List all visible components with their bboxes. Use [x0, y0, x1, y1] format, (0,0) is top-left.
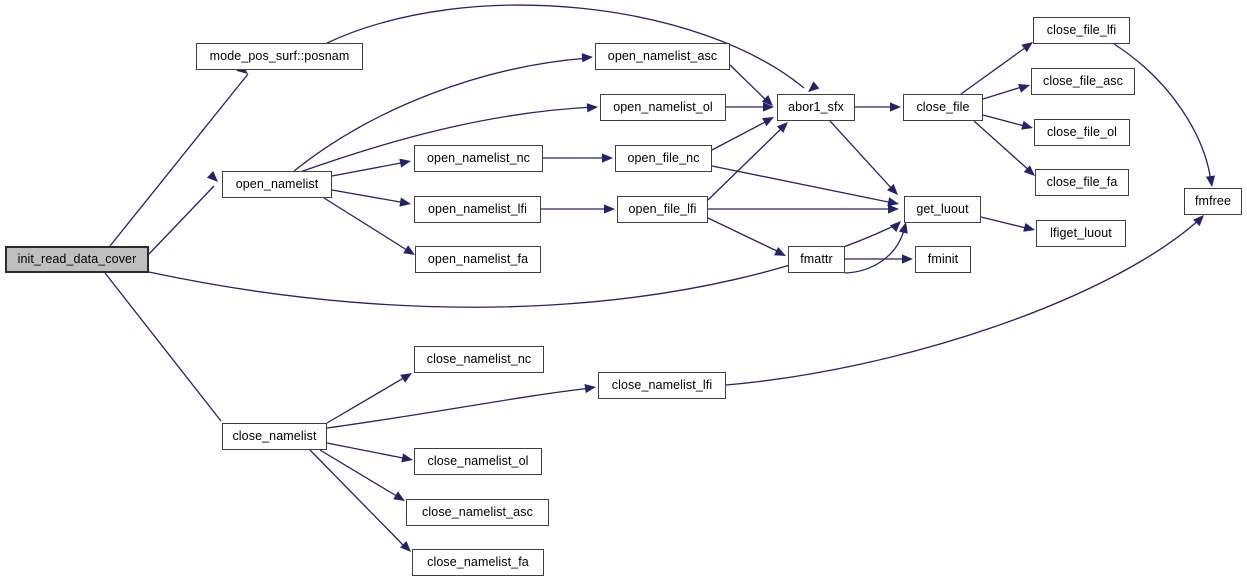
call-edge — [725, 218, 1201, 386]
graph-node-open_file_nc[interactable]: open_file_nc — [615, 145, 712, 172]
call-edge — [729, 64, 769, 103]
graph-node-posnam[interactable]: mode_pos_surf::posnam — [196, 43, 363, 70]
arrow-head-icon — [889, 221, 901, 232]
call-edge — [331, 189, 407, 204]
call-edge — [982, 114, 1029, 128]
graph-node-open_namelist_nc[interactable]: open_namelist_nc — [414, 145, 543, 172]
call-edge — [829, 120, 894, 191]
arrow-head-icon — [581, 53, 593, 63]
graph-node-init_read_data_cover[interactable]: init_read_data_cover — [5, 246, 149, 273]
arrow-head-icon — [887, 183, 898, 195]
arrow-head-icon — [890, 102, 901, 112]
graph-node-close_namelist_nc[interactable]: close_namelist_nc — [414, 346, 544, 373]
graph-node-close_file_ol[interactable]: close_file_ol — [1034, 119, 1130, 146]
graph-node-fmfree[interactable]: fmfree — [1184, 188, 1242, 215]
arrow-head-icon — [774, 247, 786, 256]
arrow-head-icon — [586, 103, 598, 113]
call-edge — [973, 120, 1032, 173]
graph-node-lfiget_luout[interactable]: lfiget_luout — [1036, 220, 1126, 247]
graph-node-open_namelist_fa[interactable]: open_namelist_fa — [415, 246, 541, 273]
arrow-head-icon — [763, 102, 774, 112]
call-edge — [109, 73, 249, 247]
arrow-head-icon — [602, 153, 613, 163]
graph-node-close_namelist_asc[interactable]: close_namelist_asc — [406, 499, 549, 526]
graph-node-close_file_lfi[interactable]: close_file_lfi — [1033, 17, 1130, 44]
arrow-head-icon — [902, 254, 913, 264]
call-edge — [707, 217, 782, 254]
arrow-head-icon — [400, 373, 412, 383]
graph-node-open_namelist_ol[interactable]: open_namelist_ol — [600, 94, 726, 121]
graph-node-close_namelist_ol[interactable]: close_namelist_ol — [414, 448, 542, 475]
graph-node-close_file[interactable]: close_file — [903, 94, 983, 121]
arrow-head-icon — [1205, 175, 1216, 187]
graph-node-open_namelist_asc[interactable]: open_namelist_asc — [595, 43, 730, 70]
arrow-head-icon — [1021, 120, 1033, 130]
arrow-head-icon — [1018, 84, 1030, 93]
call-edge — [982, 85, 1026, 100]
call-edge — [707, 125, 785, 201]
call-edge — [711, 165, 894, 204]
arrow-head-icon — [762, 117, 774, 127]
call-edge — [844, 225, 906, 274]
arrow-head-icon — [604, 204, 615, 214]
arrow-head-icon — [401, 453, 413, 463]
graph-node-close_namelist_lfi[interactable]: close_namelist_lfi — [598, 372, 726, 399]
graph-node-get_luout[interactable]: get_luout — [904, 196, 981, 223]
arrow-head-icon — [399, 197, 411, 207]
call-edge — [326, 375, 408, 424]
arrow-head-icon — [761, 95, 773, 106]
call-edge — [1113, 43, 1212, 183]
arrow-head-icon — [1023, 222, 1035, 232]
graph-node-fmattr[interactable]: fmattr — [788, 246, 845, 273]
call-edge — [323, 197, 411, 253]
graph-node-abor1_sfx[interactable]: abor1_sfx — [777, 94, 855, 121]
call-edge — [104, 272, 222, 422]
graph-node-open_namelist_lfi[interactable]: open_namelist_lfi — [414, 196, 541, 223]
arrow-head-icon — [887, 197, 899, 207]
graph-node-open_file_lfi[interactable]: open_file_lfi — [617, 196, 708, 223]
arrow-head-icon — [584, 383, 596, 394]
graph-node-close_namelist_fa[interactable]: close_namelist_fa — [412, 549, 544, 576]
call-edge — [326, 442, 409, 460]
call-edge — [326, 387, 592, 429]
call-edge — [319, 449, 401, 499]
call-edge — [960, 44, 1030, 95]
arrow-head-icon — [399, 158, 411, 168]
call-edge — [711, 119, 770, 151]
call-edge — [148, 185, 215, 255]
call-edge — [980, 216, 1031, 230]
graph-node-close_namelist[interactable]: close_namelist — [222, 423, 327, 450]
arrow-head-icon — [206, 171, 218, 182]
graph-node-open_namelist[interactable]: open_namelist — [222, 171, 332, 198]
graph-node-fminit[interactable]: fminit — [915, 246, 971, 273]
arrow-head-icon — [888, 204, 899, 214]
call-edge — [326, 4, 805, 89]
call-edge — [309, 449, 407, 549]
graph-node-close_file_fa[interactable]: close_file_fa — [1035, 169, 1129, 196]
graph-node-close_file_asc[interactable]: close_file_asc — [1031, 68, 1135, 95]
call-edge — [331, 161, 407, 177]
